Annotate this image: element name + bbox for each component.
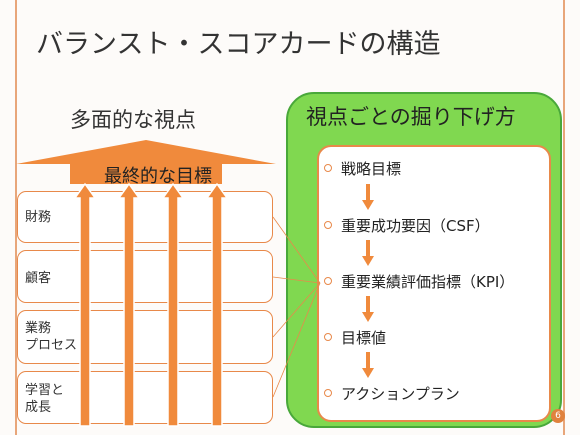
bullet-icon [324,163,332,172]
step-strategic-goal: 戦略目標 [324,158,401,179]
slide-border-left [15,0,17,435]
slide-border-right [563,0,565,435]
slide-title: バランスト・スコアカードの構造 [36,29,441,60]
bullet-icon [324,220,332,229]
vertical-arrow-2 [117,182,141,427]
perspective-arrows-graphic [16,140,276,427]
left-heading: 多面的な視点 [70,108,196,132]
vertical-arrow-4 [205,182,229,427]
perspective-label-finance: 財務 [25,210,52,225]
vertical-arrows [73,182,229,427]
perspective-box-customer: 顧客 [17,250,273,303]
step-label: 目標値 [341,329,387,347]
bullet-icon [324,388,332,397]
step-label: 重要業績評価指標（KPI） [341,273,515,291]
goal-label: 最終的な目標 [104,166,212,187]
vertical-arrow-3 [161,182,185,427]
step-target-value: 目標値 [324,327,386,348]
perspective-box-finance: 財務 [17,191,273,243]
bullet-icon [324,276,332,285]
perspective-box-learning: 学習と 成長 [17,371,273,424]
step-action-plan: アクションプラン [324,383,460,404]
step-label: アクションプラン [341,385,460,403]
perspective-label-customer: 顧客 [25,271,52,286]
page-number-badge: 6 [551,409,565,423]
bullet-icon [324,332,332,341]
goal-arrow-band [70,156,222,184]
vertical-arrow-1 [73,182,97,427]
step-label: 戦略目標 [341,160,402,178]
step-label: 重要成功要因（CSF） [341,217,490,235]
drilldown-steps-panel [317,145,551,422]
step-csf: 重要成功要因（CSF） [324,215,490,236]
perspective-label-process: 業務 プロセス [25,321,78,353]
step-kpi: 重要業績評価指標（KPI） [324,271,514,292]
right-heading: 視点ごとの掘り下げ方 [306,105,516,129]
perspective-box-process: 業務 プロセス [17,310,273,364]
perspective-label-learning: 学習と 成長 [25,383,65,415]
